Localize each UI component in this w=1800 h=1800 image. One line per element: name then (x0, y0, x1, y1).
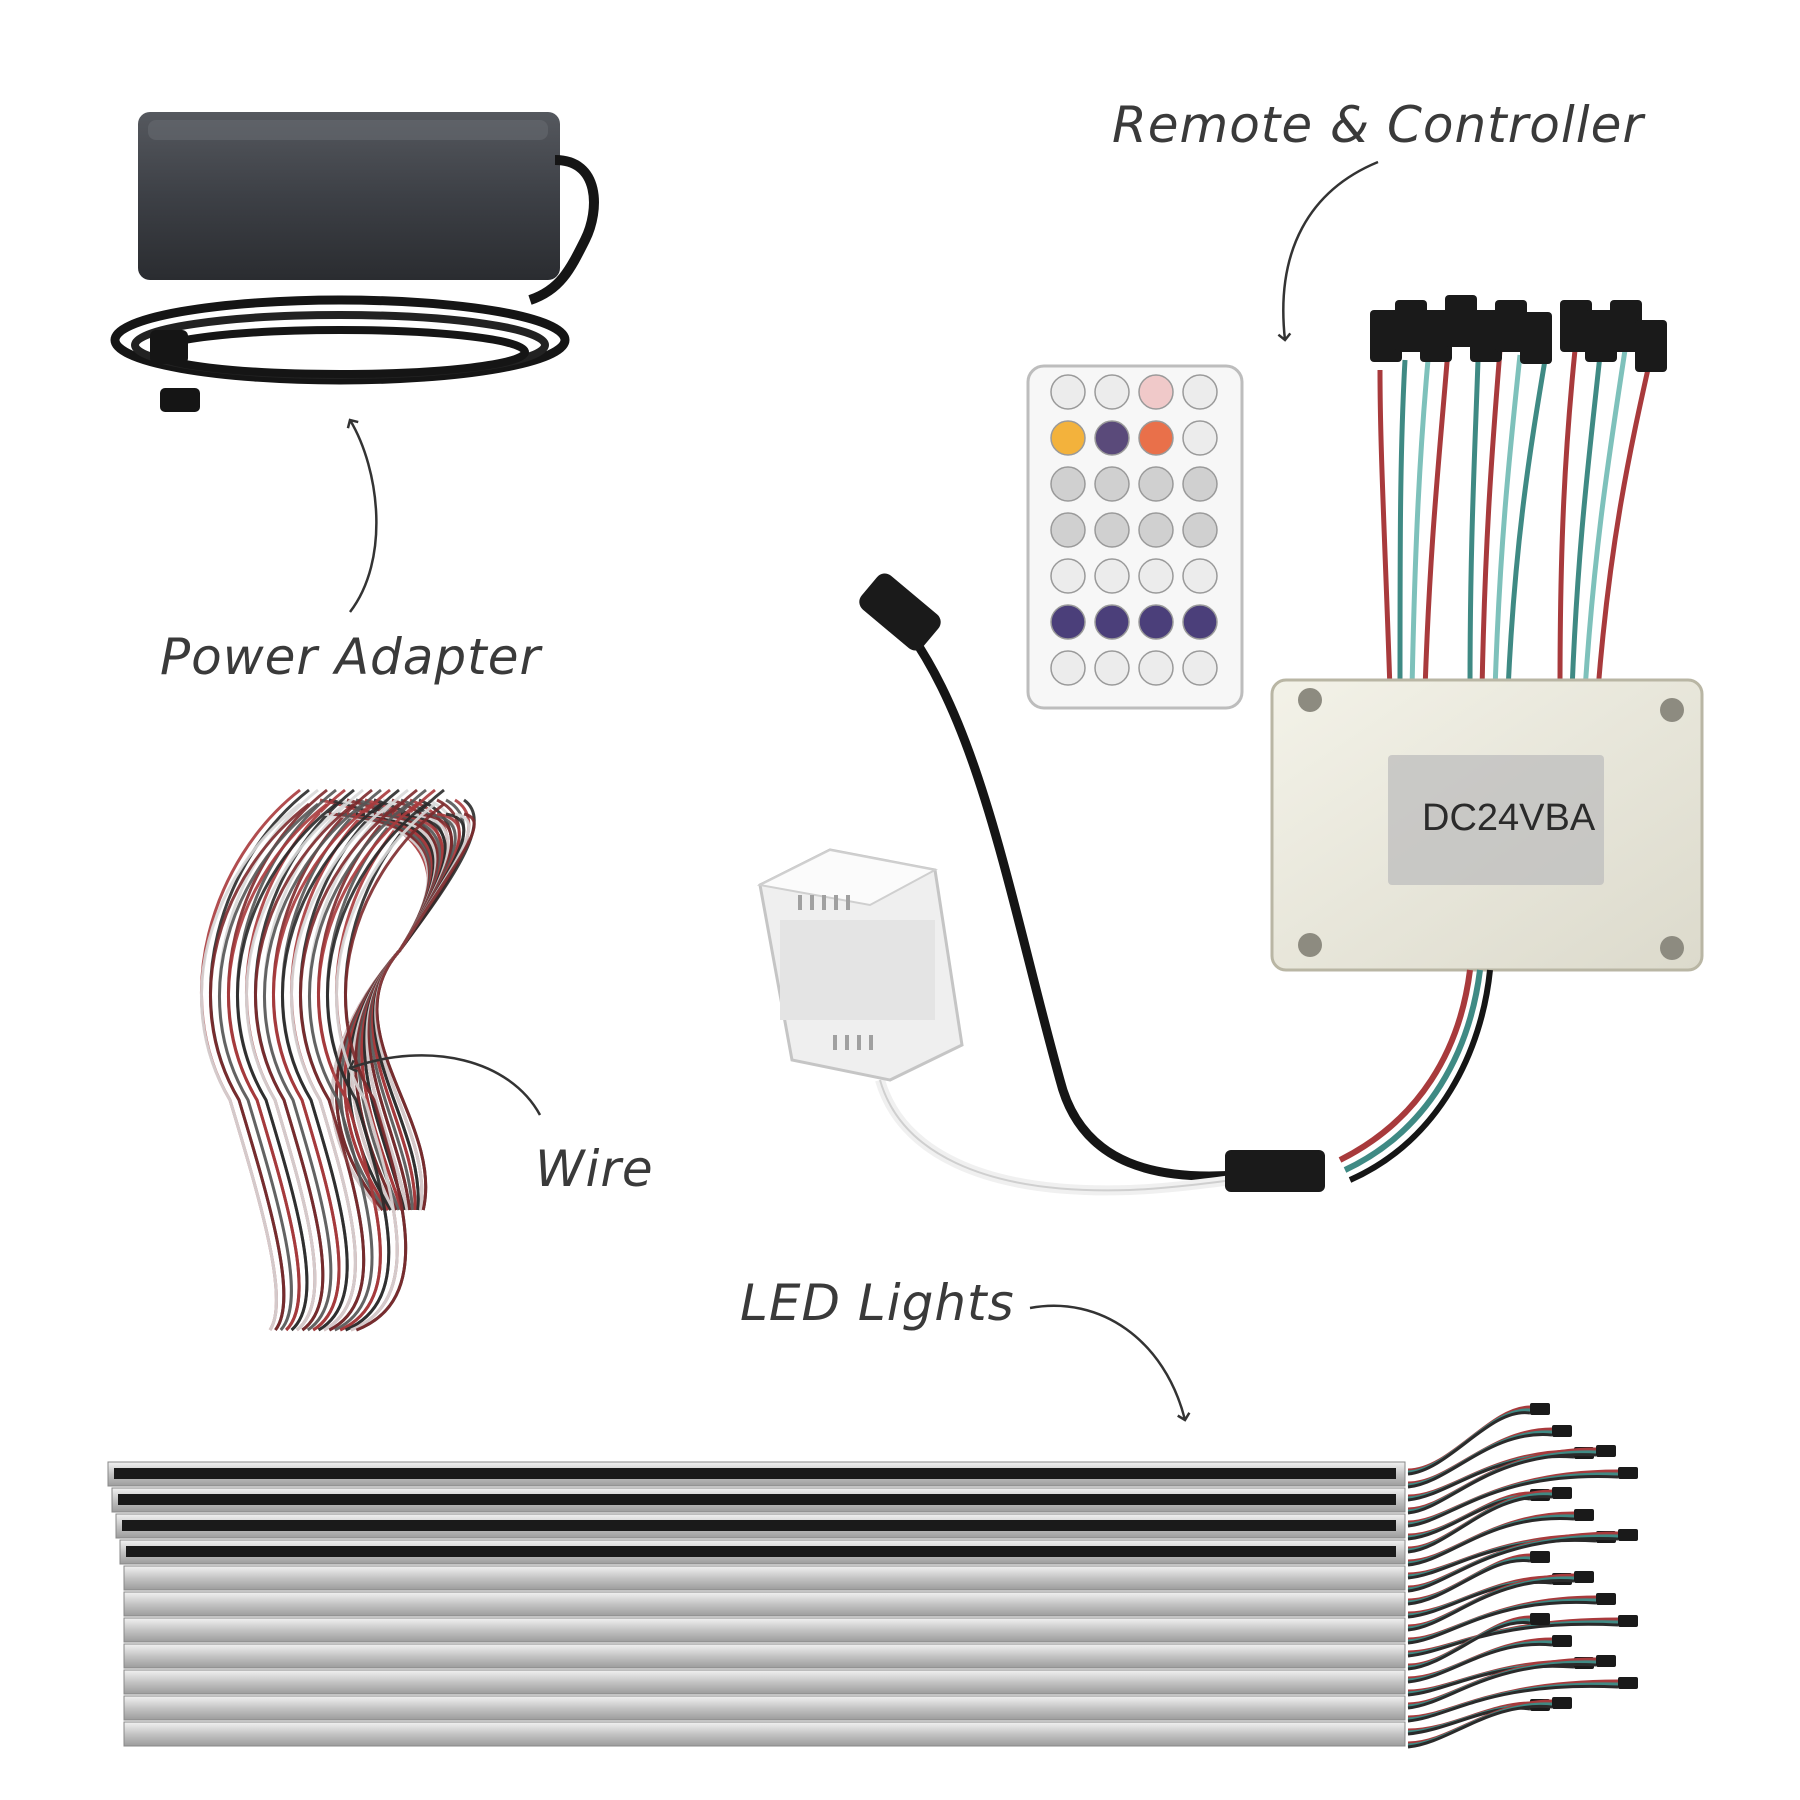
arrow-wire (348, 1054, 542, 1116)
led-tail-wire (1407, 1453, 1597, 1515)
led-strip (123, 1721, 1406, 1747)
remote-button (1050, 512, 1086, 548)
remote-button (1182, 512, 1218, 548)
label-led-lights: LED Lights (740, 1274, 1015, 1332)
led-tail-wire (1407, 1600, 1597, 1645)
led-strip (123, 1565, 1406, 1591)
remote-button-grid (1050, 374, 1218, 686)
led-tail-wire (1407, 1559, 1531, 1606)
remote-button (1138, 558, 1174, 594)
led-tail-connector (1552, 1487, 1572, 1499)
led-tail-wire (1407, 1684, 1619, 1723)
led-tail-connector (1530, 1403, 1550, 1415)
led-tail-connector (1574, 1571, 1594, 1583)
label-power-adapter: Power Adapter (160, 628, 542, 686)
wire-bundle (200, 788, 476, 1332)
controller (1270, 678, 1704, 972)
led-tail-connector (1596, 1655, 1616, 1667)
led-tail-wire (1407, 1662, 1597, 1710)
led-tail-wire (1407, 1621, 1531, 1671)
led-tail-wire (1407, 1495, 1553, 1554)
led-tail-wire (1407, 1622, 1619, 1658)
annotation-arrows (346, 160, 1379, 1422)
led-tail-wire (1407, 1706, 1531, 1736)
arrow-led (1029, 1304, 1191, 1422)
led-tail-wire (1407, 1517, 1575, 1567)
remote-button (1050, 604, 1086, 640)
led-diffuser (114, 1468, 1396, 1479)
label-remote-controller: Remote & Controller (1112, 96, 1644, 154)
led-tail-wire (1407, 1411, 1531, 1476)
remote-button (1138, 374, 1174, 410)
led-tail-connector (1530, 1613, 1550, 1625)
led-tail-connector (1618, 1467, 1638, 1479)
led-strip (123, 1591, 1406, 1617)
led-strip (123, 1669, 1406, 1695)
remote-button (1094, 604, 1130, 640)
led-tail-connector (1618, 1615, 1638, 1627)
led-tail-connector (1596, 1593, 1616, 1605)
remote-button (1182, 558, 1218, 594)
controller-model-text: DC24VBA (1422, 797, 1596, 839)
wire-strand (344, 802, 476, 1332)
remote-button (1094, 466, 1130, 502)
led-tail-connector (1596, 1445, 1616, 1457)
led-tail-connector (1618, 1677, 1638, 1689)
remote-button (1182, 466, 1218, 502)
remote-button (1050, 374, 1086, 410)
led-strip (123, 1643, 1406, 1669)
led-tail-connector (1552, 1697, 1572, 1709)
remote (1026, 364, 1244, 710)
remote-button (1050, 650, 1086, 686)
wire-strand (218, 788, 433, 1332)
led-tail-connector (1552, 1635, 1572, 1647)
remote-button (1094, 558, 1130, 594)
arrow-power (346, 418, 378, 613)
label-wire: Wire (535, 1140, 654, 1198)
led-tail-wire (1407, 1433, 1553, 1489)
led-tail-connector (1530, 1551, 1550, 1563)
led-tail-wire (1407, 1579, 1575, 1632)
led-tail-connector (1552, 1425, 1572, 1437)
led-tail-connector (1618, 1529, 1638, 1541)
remote-button (1138, 604, 1174, 640)
power-adapter (110, 112, 599, 412)
remote-button (1050, 466, 1086, 502)
ir-receiver (756, 848, 964, 1082)
remote-button (1138, 650, 1174, 686)
remote-button (1094, 650, 1130, 686)
remote-button (1182, 374, 1218, 410)
barrel-plug (859, 573, 941, 651)
led-strip (123, 1617, 1406, 1643)
led-tail-connector (1574, 1509, 1594, 1521)
remote-button (1182, 650, 1218, 686)
led-strip (123, 1695, 1406, 1721)
led-tail-wire (1407, 1475, 1619, 1528)
led-tail-wire (1407, 1537, 1619, 1593)
remote-button (1138, 420, 1174, 456)
controller-output-cable (875, 617, 1493, 1196)
remote-button (1182, 420, 1218, 456)
led-diffuser (118, 1494, 1396, 1505)
led-diffuser (126, 1546, 1396, 1557)
led-tail-wire (1407, 1642, 1553, 1684)
remote-button (1094, 420, 1130, 456)
remote-button (1138, 512, 1174, 548)
inline-connector (1225, 1150, 1325, 1192)
remote-button (1050, 558, 1086, 594)
led-lights (107, 1403, 1638, 1749)
arrow-remote (1277, 160, 1379, 342)
remote-button (1094, 512, 1130, 548)
led-diffuser (122, 1520, 1396, 1531)
controller-wires (1377, 349, 1653, 691)
remote-button (1094, 374, 1130, 410)
led-tail-wire (1407, 1704, 1553, 1749)
remote-button (1138, 466, 1174, 502)
remote-button (1182, 604, 1218, 640)
controller-connectors (1370, 295, 1667, 372)
remote-button (1050, 420, 1086, 456)
